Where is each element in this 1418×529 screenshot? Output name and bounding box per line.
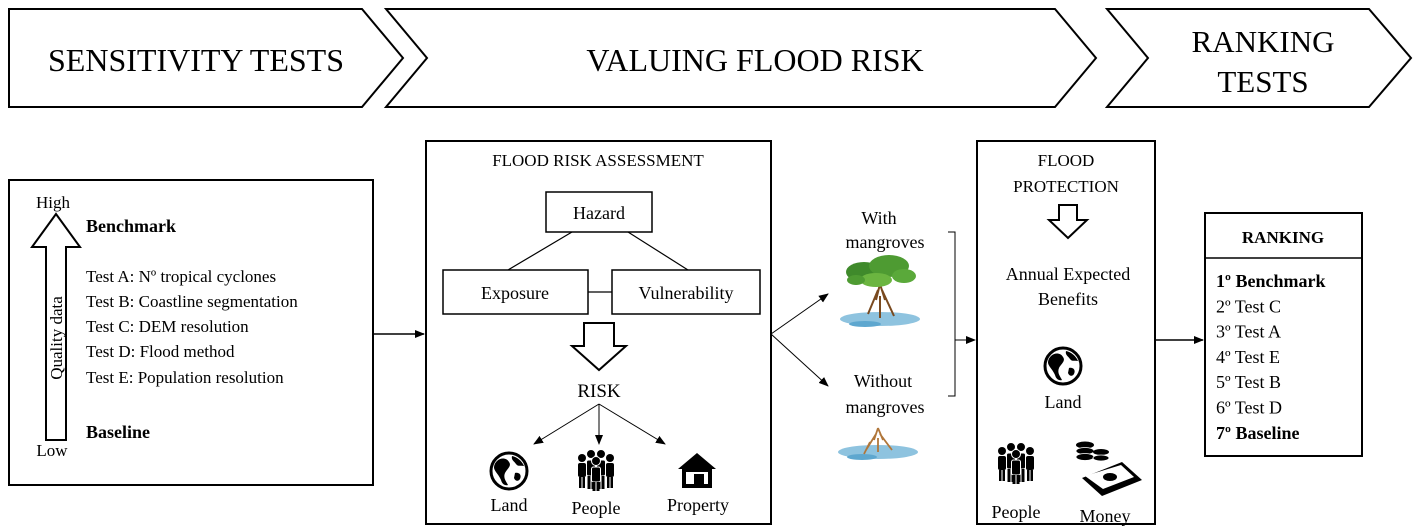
risk-label: RISK [577, 381, 621, 402]
test-item: Test B: Coastline segmentation [86, 292, 298, 311]
without-line1: Without [854, 371, 912, 391]
assessment-box: FLOOD RISK ASSESSMENT Hazard Exposure Vu… [425, 140, 772, 525]
ranking-box: RANKING 1º Benchmark 2º Test C 3º Test A 4º… [1204, 212, 1363, 457]
with-line1: With [861, 208, 896, 228]
ranking-list: 1º Benchmark 2º Test C 3º Test A 4º Test E 5… [1216, 271, 1325, 443]
ranking-item: 1º Benchmark [1216, 271, 1325, 291]
high-label: High [36, 193, 71, 212]
header-ranking-line1: RANKING [1192, 24, 1335, 59]
test-item: Test D: Flood method [86, 342, 235, 361]
land-label: Land [491, 495, 528, 515]
vulnerability-label: Vulnerability [639, 283, 734, 303]
property-label: Property [667, 495, 729, 515]
ranking-item: 7º Baseline [1216, 423, 1299, 443]
down-arrow-icon [569, 322, 629, 372]
quality-data-label: Quality data [47, 296, 66, 380]
protection-money-label: Money [1080, 506, 1131, 526]
header-valuing: VALUING FLOOD RISK [383, 8, 1098, 108]
test-item: Test C: DEM resolution [86, 317, 249, 336]
baseline-label: Baseline [86, 422, 150, 442]
mangrove-roots-icon [838, 427, 918, 460]
globe-icon [489, 451, 529, 491]
header-sensitivity-label: SENSITIVITY TESTS [48, 42, 344, 78]
ranking-item: 6º Test D [1216, 398, 1282, 418]
sensitivity-box: High Low Quality data Benchmark Test A: … [8, 179, 374, 486]
benchmark-label: Benchmark [86, 216, 176, 236]
hazard-label: Hazard [573, 203, 625, 223]
down-arrow-icon [1046, 204, 1090, 240]
ranking-item: 3º Test A [1216, 322, 1281, 342]
header-sensitivity: SENSITIVITY TESTS [8, 8, 405, 108]
header-ranking: RANKING TESTS [1104, 8, 1413, 108]
globe-icon [1043, 346, 1083, 386]
header-valuing-label: VALUING FLOOD RISK [586, 42, 923, 78]
protection-title-line2: PROTECTION [1013, 177, 1119, 196]
benefits-line2: Benefits [1038, 289, 1098, 309]
exposure-label: Exposure [481, 283, 549, 303]
ranking-item: 4º Test E [1216, 347, 1280, 367]
mangrove-tree-icon [840, 255, 920, 327]
ranking-title: RANKING [1242, 228, 1324, 247]
protection-box: FLOOD PROTECTION Annual Expected Benefit… [976, 140, 1156, 526]
test-item: Test A: Nº tropical cyclones [86, 267, 276, 286]
header-ranking-line2: TESTS [1217, 64, 1308, 99]
without-line2: mangroves [846, 397, 925, 417]
protection-land-label: Land [1045, 392, 1082, 412]
protection-title-line1: FLOOD [1038, 151, 1095, 170]
benefits-line1: Annual Expected [1006, 264, 1130, 284]
hazard-box [545, 191, 653, 233]
vulnerability-box [611, 269, 761, 315]
money-icon [1075, 441, 1142, 496]
ranking-item: 5º Test B [1216, 372, 1281, 392]
test-item: Test E: Population resolution [86, 368, 284, 387]
low-label: Low [36, 441, 68, 460]
quality-arrow [30, 212, 82, 441]
ranking-item: 2º Test C [1216, 296, 1281, 316]
assessment-title: FLOOD RISK ASSESSMENT [492, 151, 704, 170]
house-icon [678, 453, 716, 488]
protection-people-label: People [992, 502, 1041, 522]
with-line2: mangroves [846, 232, 925, 252]
people-label: People [572, 498, 621, 518]
